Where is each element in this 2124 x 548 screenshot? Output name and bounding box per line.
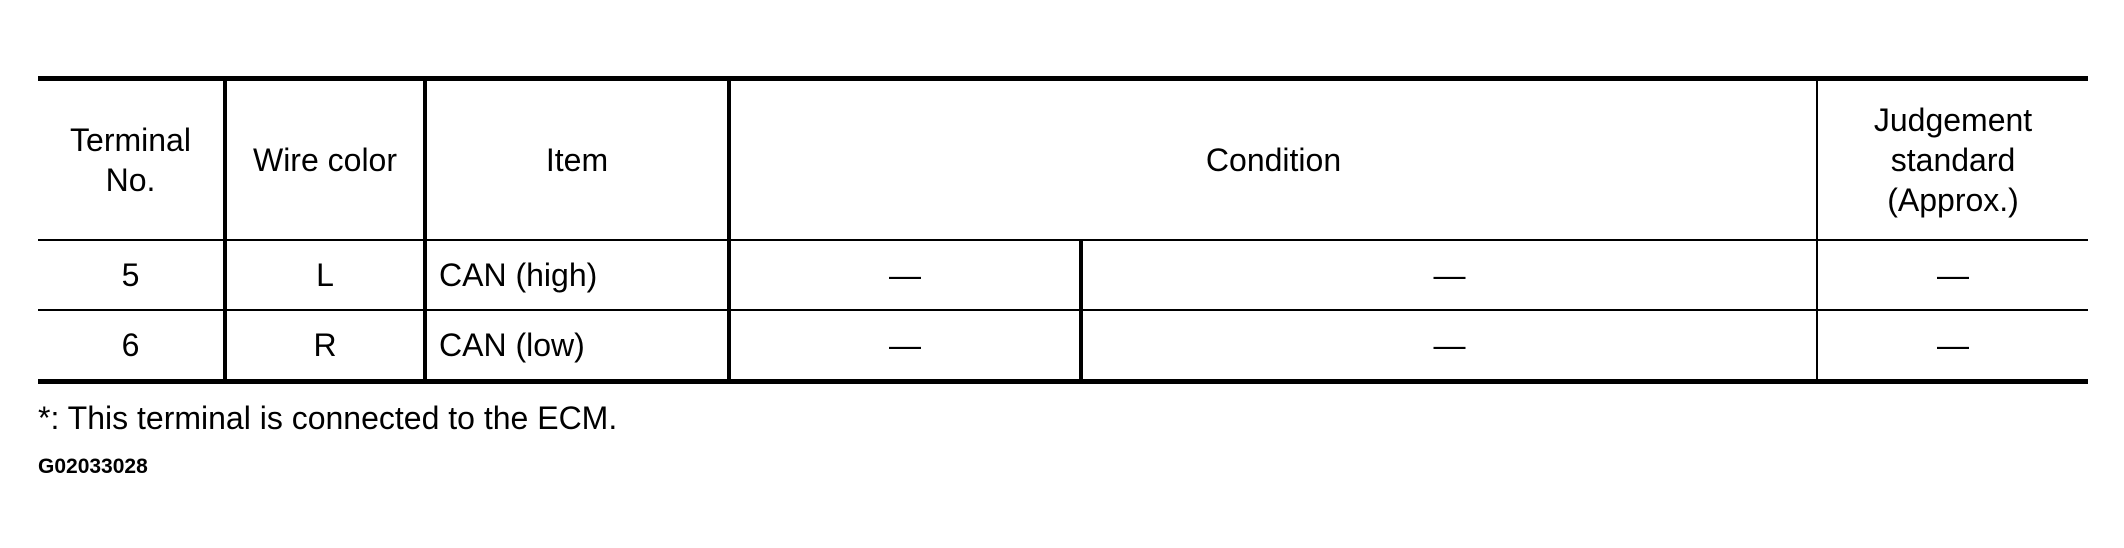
cell-terminal: 5 [38, 239, 227, 311]
header-wire-color: Wire color [224, 76, 427, 241]
table-row: 5 L CAN (high) — — — [38, 239, 2089, 311]
cell-condition-b: — [1079, 309, 1819, 384]
cell-condition-a: — [728, 309, 1083, 384]
cell-condition-a: — [728, 239, 1083, 311]
cell-condition-b: — [1079, 239, 1819, 311]
header-judgement-standard: Judgement standard (Approx.) [1816, 76, 2089, 241]
cell-terminal: 6 [38, 309, 227, 384]
cell-wire-color: R [224, 309, 427, 384]
header-item: Item [424, 76, 731, 241]
table-row: 6 R CAN (low) — — — [38, 309, 2089, 384]
cell-judgement: — [1816, 239, 2089, 311]
cell-judgement: — [1816, 309, 2089, 384]
header-terminal-no: Terminal No. [38, 76, 227, 241]
cell-wire-color: L [224, 239, 427, 311]
table-header-row: Terminal No. Wire color Item Condition J… [38, 76, 2089, 241]
cell-item: CAN (low) [424, 309, 731, 384]
footnote: *: This terminal is connected to the ECM… [38, 400, 618, 436]
terminal-spec-table: Terminal No. Wire color Item Condition J… [38, 76, 2089, 384]
header-condition: Condition [727, 76, 1819, 241]
figure-id: G02033028 [38, 455, 148, 478]
cell-item: CAN (high) [424, 239, 731, 311]
